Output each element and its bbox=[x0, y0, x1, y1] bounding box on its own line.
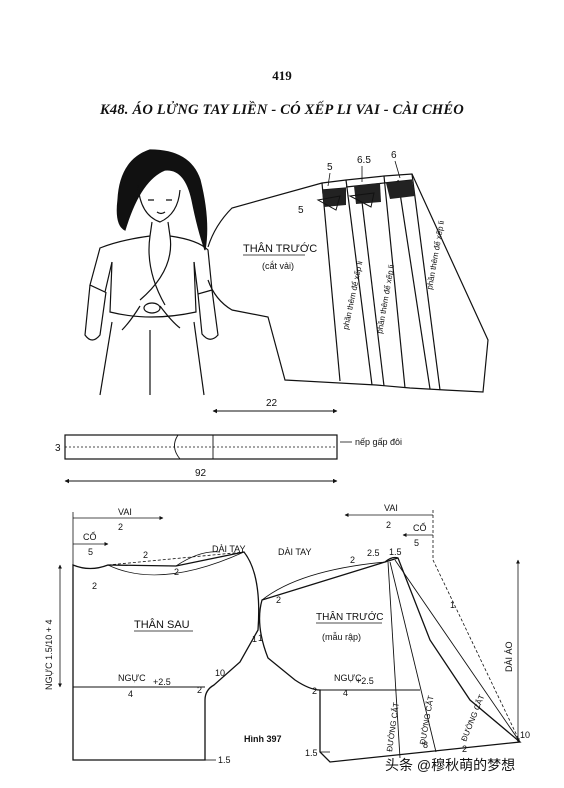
front-panel-cut bbox=[207, 173, 489, 393]
woman-illustration bbox=[84, 149, 219, 396]
back-sleeve-num: 2 bbox=[174, 567, 179, 577]
front-neck-15: 1.5 bbox=[389, 547, 402, 557]
back-chest-num: 4 bbox=[128, 689, 133, 699]
watermark: 头条 @穆秋萌的梦想 bbox=[385, 757, 516, 773]
front-vai-num: 2 bbox=[386, 520, 391, 530]
front-chest-label: NGỰC bbox=[334, 673, 362, 683]
front-cuff-num: 1 bbox=[252, 634, 257, 644]
pleat-text-2: phần thêm để xếp li bbox=[375, 264, 396, 335]
belt-len: 92 bbox=[195, 468, 207, 479]
back-sleeve-label: DÀI TAY bbox=[212, 544, 246, 554]
front-hem-15: 1.5 bbox=[305, 748, 318, 758]
cut-line-3: ĐƯỜNG CẮT bbox=[460, 693, 487, 743]
front-length-10: 10 bbox=[520, 730, 530, 740]
front-panel-sub: (cắt vải) bbox=[262, 261, 294, 271]
front-co-num: 5 bbox=[414, 538, 419, 548]
front-panel-pattern bbox=[258, 556, 522, 763]
page-title: K48. ÁO LỬNG TAY LIỀN - CÓ XẾP LI VAI - … bbox=[100, 102, 464, 118]
back-vai-label: VAI bbox=[118, 507, 132, 517]
front-panel-label: THÂN TRƯỚC bbox=[316, 610, 384, 623]
pleat-text-3: phần thêm để xếp li bbox=[425, 220, 446, 291]
belt-len-short: 22 bbox=[266, 398, 278, 409]
back-co-num: 5 bbox=[88, 547, 93, 557]
figure-caption: Hình 397 bbox=[244, 734, 282, 744]
pleat-triangles bbox=[316, 192, 375, 211]
back-chest-vertical: NGỰC 1.5/10 + 4 bbox=[44, 620, 54, 690]
front-sleeve-label: DÀI TAY bbox=[278, 547, 312, 557]
front-neck-2: 2 bbox=[350, 555, 355, 565]
back-cuff-num: 1 bbox=[258, 633, 263, 643]
front-dims bbox=[344, 510, 521, 743]
back-co-label: CỔ bbox=[83, 531, 97, 542]
front-vai-label: VAI bbox=[384, 503, 398, 513]
back-chest-plus: +2.5 bbox=[153, 677, 171, 687]
front-side-num: 1 bbox=[450, 600, 455, 610]
front-panel-sub: (mẫu rập) bbox=[322, 632, 361, 642]
back-chest-label: NGỰC bbox=[118, 673, 146, 683]
back-panel-label: THÂN SAU bbox=[134, 618, 190, 631]
front-co-label: CỔ bbox=[413, 522, 427, 533]
front-side-2: 2 bbox=[312, 686, 317, 696]
page-number: 419 bbox=[272, 68, 292, 83]
front-hem-2: 2 bbox=[462, 744, 467, 754]
front-chest-num: 4 bbox=[343, 688, 348, 698]
back-side-2: 2 bbox=[197, 685, 202, 695]
left-5-label: 5 bbox=[298, 205, 304, 216]
belt-note: nếp gấp đôi bbox=[355, 437, 402, 447]
back-hem-num: 1.5 bbox=[218, 755, 231, 765]
back-panel bbox=[72, 551, 260, 761]
pleat-num-2: 6.5 bbox=[357, 155, 371, 166]
front-length-label: DÀI ÁO bbox=[504, 641, 514, 672]
pleat-num-3: 6 bbox=[391, 150, 397, 161]
belt-pattern bbox=[64, 408, 338, 484]
back-shoulder-num: 2 bbox=[143, 550, 148, 560]
front-sleeve-num: 2 bbox=[276, 595, 281, 605]
pleat-num-1: 5 bbox=[327, 162, 333, 173]
back-neck-num: 2 bbox=[92, 581, 97, 591]
belt-width: 3 bbox=[55, 443, 61, 454]
front-hem-8: 8 bbox=[423, 740, 428, 750]
back-dims bbox=[58, 512, 164, 688]
back-side-num: 10 bbox=[215, 668, 225, 678]
front-chest-plus: +2.5 bbox=[356, 676, 374, 686]
front-panel-label: THÂN TRƯỚC bbox=[243, 242, 317, 255]
back-vai-num: 2 bbox=[118, 522, 123, 532]
front-neck-25: 2.5 bbox=[367, 548, 380, 558]
